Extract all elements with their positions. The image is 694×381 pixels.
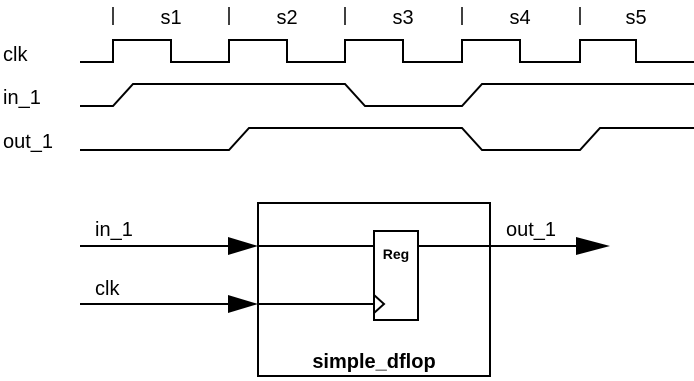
slot-label-s5: s5: [625, 7, 646, 29]
output-arrow-out-1-icon: [576, 237, 610, 255]
register-label: Reg: [383, 246, 409, 262]
register-block: [373, 230, 419, 321]
signal-label-out-1: out_1: [3, 131, 53, 153]
slot-label-s3: s3: [392, 7, 413, 29]
slot-separators: [112, 7, 581, 25]
waveform-in-1: [80, 83, 694, 107]
waveforms: [80, 39, 694, 151]
slot-label-s1: s1: [160, 7, 181, 29]
waveform-out-1: [80, 127, 694, 151]
schematic-diagram: simple_dflop Reg in_1 clk out_1: [80, 202, 610, 377]
waveform-clk: [80, 39, 694, 63]
timing-diagram: s1 s2 s3 s4 s5 clk in_1 out_1: [3, 7, 694, 153]
clock-edge-marker: [373, 294, 386, 314]
input-label-in-1: in_1: [95, 219, 133, 241]
output-label-out-1: out_1: [506, 219, 556, 241]
slot-labels: s1 s2 s3 s4 s5: [160, 7, 646, 29]
input-arrow-clk-icon: [228, 295, 258, 313]
module-name: simple_dflop: [312, 351, 435, 373]
slot-label-s2: s2: [276, 7, 297, 29]
slot-label-s4: s4: [509, 7, 530, 29]
input-label-clk: clk: [95, 278, 120, 300]
signal-label-clk: clk: [3, 44, 28, 66]
input-arrow-in-1-icon: [228, 237, 258, 255]
signal-label-in-1: in_1: [3, 87, 41, 109]
module-box: [257, 202, 491, 377]
